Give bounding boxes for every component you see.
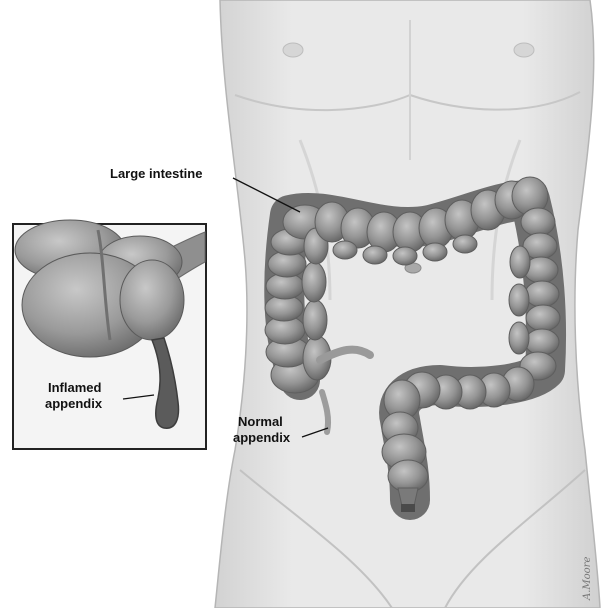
inset-haustra: [120, 260, 184, 340]
label-large-intestine: Large intestine: [110, 166, 202, 181]
label-inflamed-appendix-line1: Inflamed: [48, 380, 101, 395]
label-normal-appendix-line1: Normal: [238, 414, 283, 429]
nipple: [514, 43, 534, 57]
artist-signature: A.Moore: [582, 557, 593, 600]
nipple: [283, 43, 303, 57]
label-inflamed-appendix-line2: appendix: [45, 396, 102, 411]
inset-panel: [13, 220, 206, 449]
label-normal-appendix-line2: appendix: [233, 430, 290, 445]
